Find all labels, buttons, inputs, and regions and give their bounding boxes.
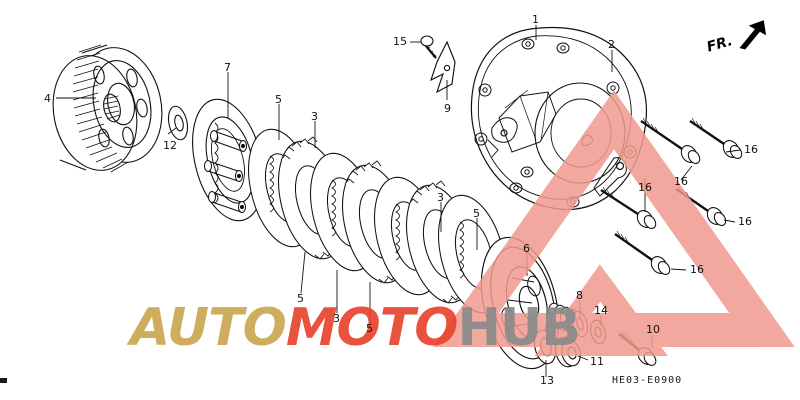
arrow-up-right-icon <box>739 20 766 50</box>
callout-16-c: 16 <box>638 181 652 194</box>
callout-14: 14 <box>594 304 608 317</box>
callout-5-d: 5 <box>473 207 480 220</box>
callout-1: 1 <box>532 13 539 26</box>
clutch-lifter-arm <box>430 40 456 94</box>
primary-drive-gear <box>52 44 163 173</box>
lever-bolt <box>420 35 437 59</box>
callout-4: 4 <box>44 92 51 105</box>
diagram-code: HE03-E0900 <box>612 375 683 386</box>
corner-registration-mark <box>0 378 7 383</box>
callout-3-c: 3 <box>437 191 444 204</box>
callout-12: 12 <box>163 139 177 152</box>
callout-3-a: 3 <box>311 110 318 123</box>
callout-5-a: 5 <box>275 93 282 106</box>
callout-13: 13 <box>540 374 554 387</box>
callout-5-b: 5 <box>297 292 304 305</box>
thrust-washer <box>167 105 189 141</box>
callout-16-a: 16 <box>744 143 758 156</box>
callout-6: 6 <box>523 242 530 255</box>
callout-5-c: 5 <box>366 322 373 335</box>
callout-16-d: 16 <box>738 215 752 228</box>
callout-16-e: 16 <box>690 263 704 276</box>
callout-3-b: 3 <box>333 312 340 325</box>
front-direction-marker: FR. <box>704 18 773 61</box>
callout-11: 11 <box>590 355 604 368</box>
callout-16-b: 16 <box>674 175 688 188</box>
callout-10: 10 <box>646 323 660 336</box>
callout-2: 2 <box>608 38 615 51</box>
callout-9: 9 <box>444 102 451 115</box>
callout-8: 8 <box>576 289 583 302</box>
clutch-pressure-plate <box>192 98 264 222</box>
callout-15: 15 <box>393 35 407 48</box>
callout-7: 7 <box>224 61 231 74</box>
front-direction-label: FR. <box>705 33 735 56</box>
